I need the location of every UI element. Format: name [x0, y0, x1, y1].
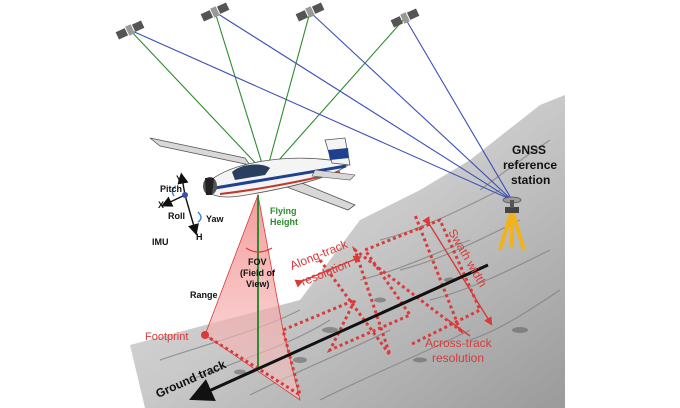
blue-signal-lines	[129, 11, 513, 201]
ground-track	[189, 263, 489, 402]
tripod-icon	[498, 207, 526, 251]
gnss-label-line2: reference	[503, 158, 557, 172]
fov-label-line2: (Field of	[240, 268, 276, 278]
antenna-icon	[502, 196, 522, 208]
across-track-label-line2: resolution	[432, 351, 484, 365]
imu-label: IMU	[152, 237, 169, 247]
green-signal-lines	[129, 11, 406, 171]
scan-pattern	[204, 214, 482, 399]
resolution-arrows	[294, 216, 493, 337]
gnss-label-line3: station	[511, 173, 550, 187]
imu-pitch-label: Pitch	[160, 184, 182, 194]
satellite-icon	[295, 2, 325, 22]
satellite-icon	[200, 2, 230, 22]
satellite-icon	[115, 20, 145, 40]
imu-roll-label: Roll	[168, 211, 185, 221]
footprint-marker	[201, 331, 209, 339]
imu-x-label: X	[158, 200, 164, 210]
satellite-icon	[390, 8, 420, 28]
range-label: Range	[190, 290, 218, 300]
footprint-label: Footprint	[145, 331, 188, 343]
fov-label-line3: View)	[246, 279, 269, 289]
fov-cone	[204, 193, 301, 401]
flying-height-label-line1: Flying	[270, 206, 297, 216]
imu-y-label: Y	[176, 174, 182, 184]
imu-labels: Y Pitch X Roll Yaw H IMU	[152, 174, 225, 247]
fov-label-line1: FOV	[248, 257, 267, 267]
gnss-label-line1: GNSS	[512, 143, 546, 157]
imu-yaw-label: Yaw	[206, 214, 225, 224]
yaw-arrow	[197, 211, 202, 223]
flying-height-label-line2: Height	[270, 217, 298, 227]
imu-h-label: H	[196, 232, 203, 242]
imu-center	[182, 192, 188, 198]
across-track-label-line1: Across-track	[425, 336, 493, 350]
terrain	[130, 95, 565, 408]
aircraft-icon	[149, 137, 356, 211]
pitch-arrow	[171, 185, 177, 197]
